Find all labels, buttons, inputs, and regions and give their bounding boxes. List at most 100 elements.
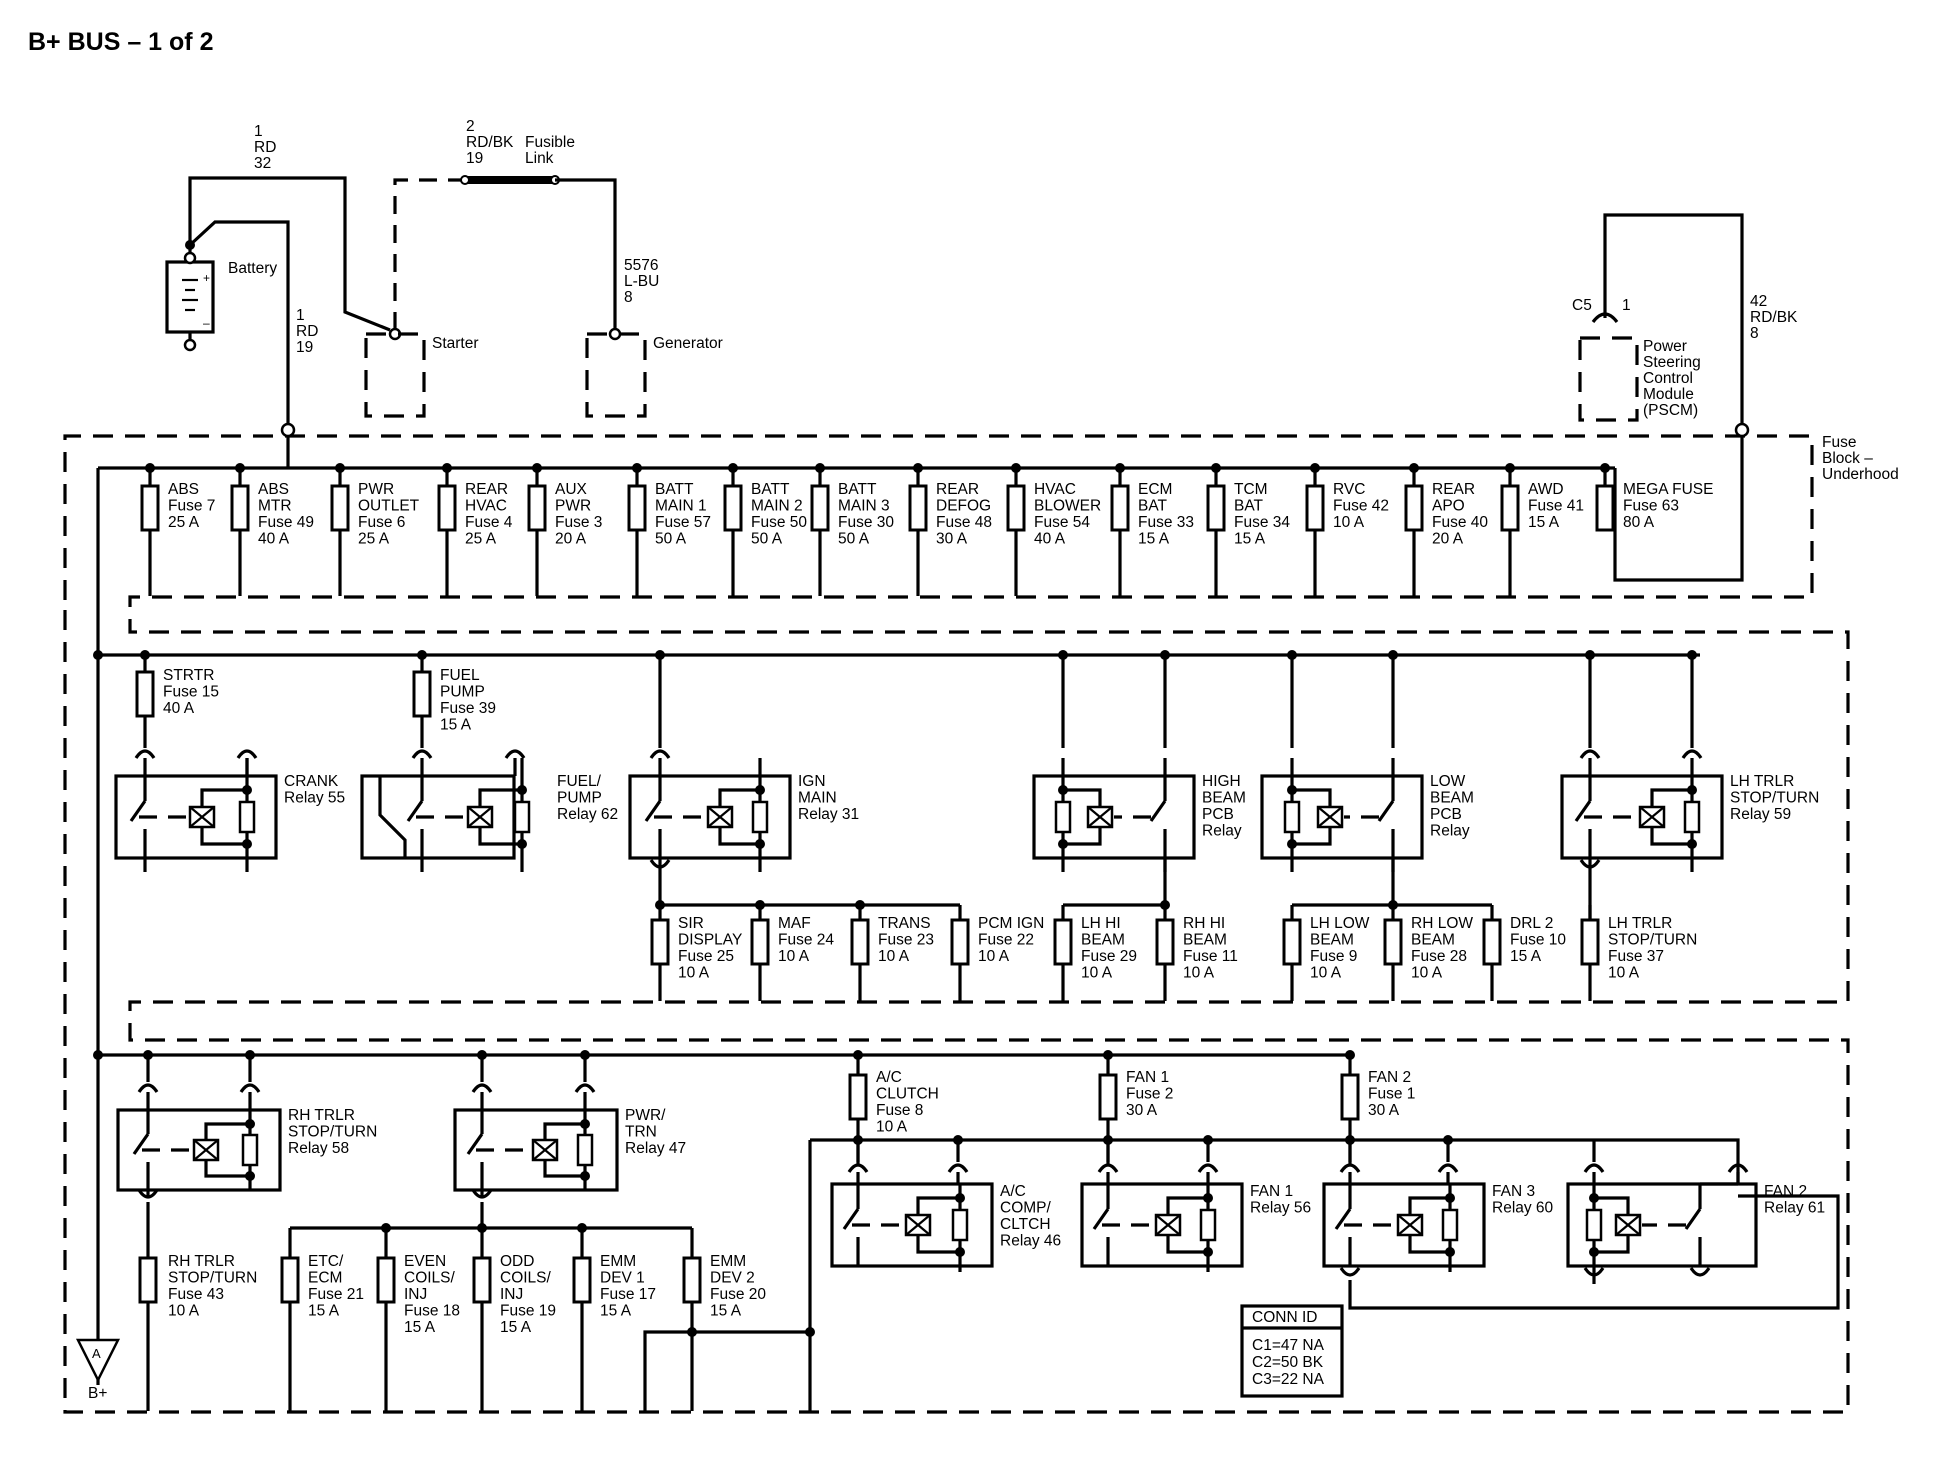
component-label: CLTCH: [1000, 1216, 1051, 1233]
relay-icon: [1260, 774, 1424, 860]
component-label: DISPLAY: [678, 932, 742, 949]
component-label: Fuse 42: [1333, 498, 1389, 515]
relay-icon: [1080, 1182, 1244, 1268]
component-label: Fuse 28: [1411, 948, 1467, 965]
wire-label: 2: [466, 118, 475, 135]
fuse-icon: [723, 484, 743, 532]
component-label: FAN 1: [1126, 1069, 1169, 1086]
component-label: Relay 59: [1730, 806, 1791, 823]
fuse-block-label: Fuse: [1822, 434, 1856, 451]
component-label: HVAC: [465, 498, 507, 515]
component-label: BEAM: [1430, 790, 1474, 807]
component-label: Relay: [1202, 823, 1242, 840]
pscm-pin: 1: [1622, 297, 1631, 314]
component-label: STOP/TURN: [1608, 932, 1697, 949]
relay-icon: [628, 774, 792, 860]
fuse-icon: [1595, 484, 1615, 532]
component-label: Fuse 50: [751, 514, 807, 531]
component-label: SIR: [678, 915, 704, 932]
fuse-icon: [848, 1073, 868, 1121]
component-label: 10 A: [778, 948, 810, 965]
component-label: MAIN 2: [751, 498, 803, 515]
component-label: Fuse 19: [500, 1303, 556, 1320]
wire-label: RD/BK: [466, 134, 514, 151]
component-label: 20 A: [555, 531, 587, 548]
fuse-icon: [1206, 484, 1226, 532]
component-label: Fuse 30: [838, 514, 894, 531]
fuse-icon: [908, 484, 928, 532]
component-label: MAIN 3: [838, 498, 890, 515]
component-label: 30 A: [1126, 1102, 1158, 1119]
fuse-icon: [1053, 918, 1073, 966]
component-label: ECM: [308, 1270, 342, 1287]
component-label: Fuse 3: [555, 514, 602, 531]
fuse-icon: [1340, 1073, 1360, 1121]
component-label: RH LOW: [1411, 915, 1473, 932]
component-label: Fuse 8: [876, 1102, 923, 1119]
relay-icon: [453, 1108, 619, 1192]
battery-negative: –: [203, 316, 210, 330]
component-label: Fuse 21: [308, 1286, 364, 1303]
bot-bus: [93, 1050, 1352, 1060]
component-label: Fuse 54: [1034, 514, 1090, 531]
component-label: RH TRLR: [168, 1253, 235, 1270]
starter-label: Starter: [432, 335, 479, 352]
fuse-block-label: Block –: [1822, 450, 1873, 467]
fuse-icon: [412, 670, 432, 718]
component-label: ODD: [500, 1253, 534, 1270]
component-label: 10 A: [878, 948, 910, 965]
component-label: MTR: [258, 498, 292, 515]
component-label: RVC: [1333, 481, 1365, 498]
component-label: Relay 46: [1000, 1233, 1061, 1250]
wire-label: RD: [254, 139, 276, 156]
component-label: PWR/: [625, 1107, 666, 1124]
component-label: Fuse 6: [358, 514, 405, 531]
component-label: Fuse 40: [1432, 514, 1488, 531]
component-label: CRANK: [284, 773, 339, 790]
component-label: 10 A: [876, 1119, 908, 1136]
component-label: LOW: [1430, 773, 1466, 790]
component-label: 15 A: [500, 1319, 532, 1336]
wire-label: 8: [624, 289, 633, 306]
component-label: 20 A: [1432, 531, 1464, 548]
fuse-block-outline: Fuse Block – Underhood: [63, 422, 1899, 1414]
component-label: ABS: [168, 481, 199, 498]
component-label: Fuse 17: [600, 1286, 656, 1303]
component-label: A/C: [1000, 1183, 1026, 1200]
component-label: EMM: [710, 1253, 746, 1270]
wire-label: 1: [296, 307, 305, 324]
fuse-icon: [1482, 918, 1502, 966]
component-label: DEFOG: [936, 498, 991, 515]
component-label: BEAM: [1183, 932, 1227, 949]
component-label: Fuse 15: [163, 684, 219, 701]
component-label: DRL 2: [1510, 915, 1553, 932]
component-label: 10 A: [1183, 965, 1215, 982]
fuse-icon: [280, 1256, 300, 1304]
component-label: Fuse 1: [1368, 1086, 1415, 1103]
top-bus: [96, 436, 1744, 1385]
component-label: Fuse 25: [678, 948, 734, 965]
fuse-icon: [1404, 484, 1424, 532]
fuse-icon: [810, 484, 830, 532]
component-label: HIGH: [1202, 773, 1241, 790]
generator-label: Generator: [653, 335, 723, 352]
component-label: EMM: [600, 1253, 636, 1270]
component-label: Fuse 2: [1126, 1086, 1173, 1103]
component-label: 10 A: [1333, 514, 1365, 531]
wire-label: 5576: [624, 257, 658, 274]
